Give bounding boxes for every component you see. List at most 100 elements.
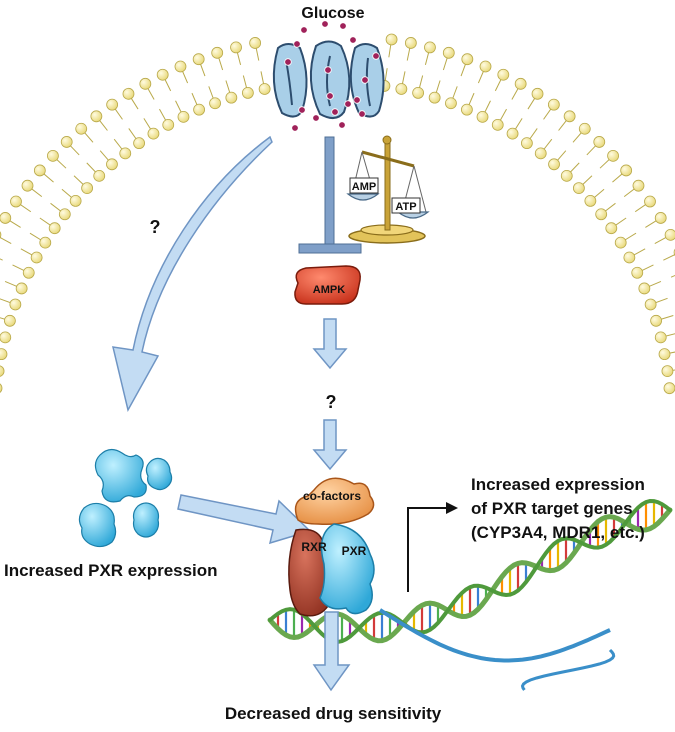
lipid-head [133, 137, 145, 150]
glucose-molecule [326, 92, 334, 100]
amp-label: AMP [352, 181, 376, 193]
pxr-molecule-4 [132, 502, 160, 538]
lipid-head [664, 228, 675, 241]
glucose-molecule [353, 96, 361, 104]
lipid-head [15, 282, 28, 295]
ampk-protein [294, 265, 361, 305]
lipid-head [593, 136, 606, 148]
cofactors-protein [294, 477, 375, 526]
lipid-head [106, 158, 118, 171]
lipid-head [654, 212, 667, 224]
lipid-head [177, 110, 190, 123]
lipid-head [75, 122, 88, 135]
transporter-1 [272, 43, 308, 118]
glucose-molecule [298, 106, 306, 114]
target-genes-label: Increased expression of PXR target genes… [471, 473, 645, 545]
arrow-glucose-to-pxr-expression [112, 135, 273, 413]
lipid-head [119, 147, 132, 160]
lipid-head [81, 182, 94, 194]
lipid-head [620, 164, 633, 177]
lipid-head [654, 331, 667, 344]
lipid-head [10, 195, 22, 208]
lipid-head [595, 208, 608, 221]
lipid-head [0, 348, 8, 361]
glucose-molecule [344, 100, 352, 108]
lipid-head [460, 103, 473, 116]
lipid-head [385, 33, 398, 46]
question-mark-middle: ? [326, 392, 337, 412]
glucose-label: Glucose [301, 5, 364, 22]
lipid-head [0, 331, 12, 344]
lipid-head [404, 37, 417, 49]
lipid-head [650, 314, 663, 327]
lipid-head [632, 179, 645, 192]
cofactors-label: co-factors [303, 489, 361, 503]
lipid-head [631, 266, 644, 279]
arrow-pxr-to-complex [177, 494, 312, 545]
glucose-molecule [284, 58, 292, 66]
lipid-head [514, 77, 527, 90]
lipid-head [547, 98, 560, 111]
lipid-head [48, 222, 61, 235]
rna-transcript [378, 608, 611, 663]
target-genes-line-3: (CYP3A4, MDR1, etc.) [471, 523, 645, 542]
lipid-head [22, 266, 35, 279]
lipid-head [605, 222, 618, 235]
lipid-head [445, 97, 457, 110]
lipid-head [428, 91, 441, 104]
lipid-head [33, 164, 46, 177]
glucose-molecule [293, 40, 301, 48]
target-genes-line-2: of PXR target genes [471, 499, 633, 518]
lipid-head [241, 86, 254, 99]
lipid-head [147, 127, 160, 140]
lipid-head [578, 122, 591, 135]
rna-transcript-tail [520, 648, 616, 691]
glucose-molecule [349, 36, 357, 44]
glucose-molecule [300, 26, 308, 34]
glucose-molecule [372, 52, 380, 60]
lipid-head [395, 83, 408, 95]
glucose-molecule [339, 22, 347, 30]
balance-scale: AMP ATP [346, 135, 430, 244]
lipid-head [58, 208, 71, 221]
glucose-molecule [338, 121, 346, 129]
lipid-head [230, 41, 242, 54]
lipid-head [424, 41, 436, 54]
transporter-2 [309, 40, 351, 119]
lipid-head [491, 118, 504, 131]
glucose-molecule [361, 76, 369, 84]
rxr-label: RXR [301, 540, 327, 554]
arrow-ampk-down [312, 318, 348, 370]
cell-membrane [0, 33, 675, 395]
lipid-head [658, 348, 671, 361]
lipid-head [607, 149, 619, 162]
lipid-head [122, 87, 135, 100]
lipid-head [193, 103, 206, 116]
inhibition-arrow [298, 136, 362, 254]
lipid-head [534, 147, 547, 160]
lipid-head [156, 68, 169, 81]
glucose-molecules [284, 20, 380, 132]
lipid-head [9, 298, 22, 311]
lipid-head [0, 365, 5, 377]
glucose-molecule [331, 108, 339, 116]
lipid-head [476, 110, 489, 123]
glucose-molecule [312, 114, 320, 122]
lipid-head [572, 182, 585, 194]
arrow-to-complex [312, 419, 348, 471]
glucose-molecule [358, 110, 366, 118]
lipid-head [0, 383, 3, 393]
lipid-head [461, 53, 474, 66]
pxr-molecules [78, 448, 173, 548]
glucose-molecule [324, 66, 332, 74]
lipid-head [442, 46, 455, 59]
ampk-label: AMPK [313, 284, 345, 296]
lipid-head [47, 149, 59, 162]
lipid-head [531, 87, 544, 100]
lipid-head [521, 137, 533, 150]
lipid-head [623, 251, 636, 264]
lipid-head [21, 179, 34, 192]
lipid-head [0, 231, 2, 239]
